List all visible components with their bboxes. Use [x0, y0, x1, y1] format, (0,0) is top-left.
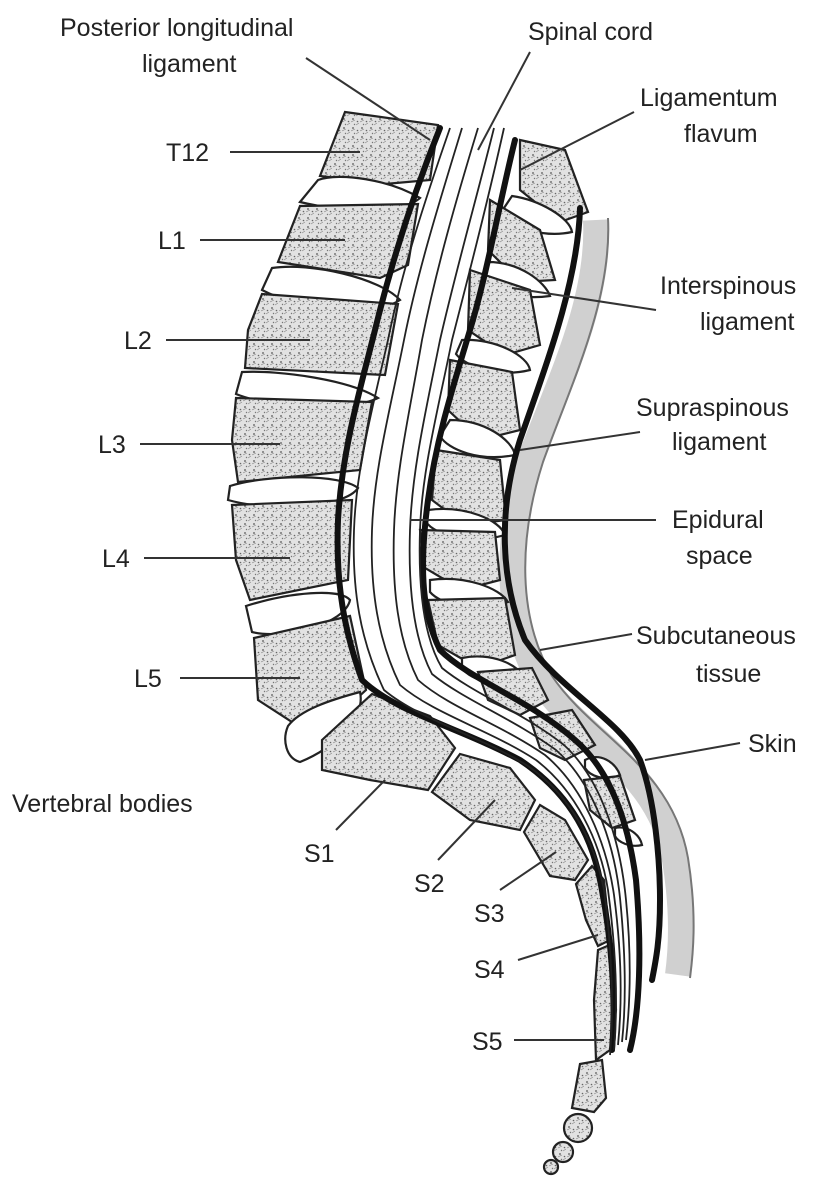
label-epidural-space-line1: Epidural	[672, 506, 764, 534]
label-posterior-longitudinal-ligament-line1: Posterior longitudinal	[60, 14, 293, 42]
leader-spinal-cord	[478, 52, 530, 150]
label-s5: S5	[472, 1028, 503, 1056]
label-skin: Skin	[748, 730, 797, 758]
label-posterior-longitudinal-ligament-line2: ligament	[142, 50, 237, 78]
label-t12: T12	[166, 139, 209, 167]
label-s1: S1	[304, 840, 335, 868]
label-interspinous-ligament-line1: Interspinous	[660, 272, 796, 300]
leader-s4	[518, 935, 598, 960]
label-l5: L5	[134, 665, 162, 693]
label-ligamentum-flavum-line1: Ligamentum	[640, 84, 778, 112]
label-l3: L3	[98, 431, 126, 459]
label-spinal-cord: Spinal cord	[528, 18, 653, 46]
label-l1: L1	[158, 227, 186, 255]
label-l4: L4	[102, 545, 130, 573]
leader-ligamentum-flavum	[520, 112, 634, 170]
leader-s1	[336, 780, 385, 830]
label-ligamentum-flavum-line2: flavum	[684, 120, 758, 148]
label-epidural-space-line2: space	[686, 542, 753, 570]
leader-subcutaneous-tissue	[540, 634, 632, 650]
coccyx-4	[544, 1160, 558, 1174]
label-subcutaneous-tissue-line1: Subcutaneous	[636, 622, 796, 650]
label-l2: L2	[124, 327, 152, 355]
label-interspinous-ligament-line2: ligament	[700, 308, 795, 336]
coccyx-3	[553, 1142, 573, 1162]
sacrum-s2	[432, 754, 535, 830]
label-vertebral-bodies: Vertebral bodies	[12, 790, 193, 818]
label-s4: S4	[474, 956, 505, 984]
leader-skin	[645, 743, 740, 760]
vertebral-bodies	[228, 112, 616, 1174]
label-supraspinous-ligament-line2: ligament	[672, 428, 767, 456]
coccyx-1	[572, 1060, 606, 1112]
label-subcutaneous-tissue-line2: tissue	[696, 660, 761, 688]
label-s2: S2	[414, 870, 445, 898]
coccyx-2	[564, 1114, 592, 1142]
label-s3: S3	[474, 900, 505, 928]
label-supraspinous-ligament-line1: Supraspinous	[636, 394, 789, 422]
vertebra-l4	[232, 500, 352, 600]
